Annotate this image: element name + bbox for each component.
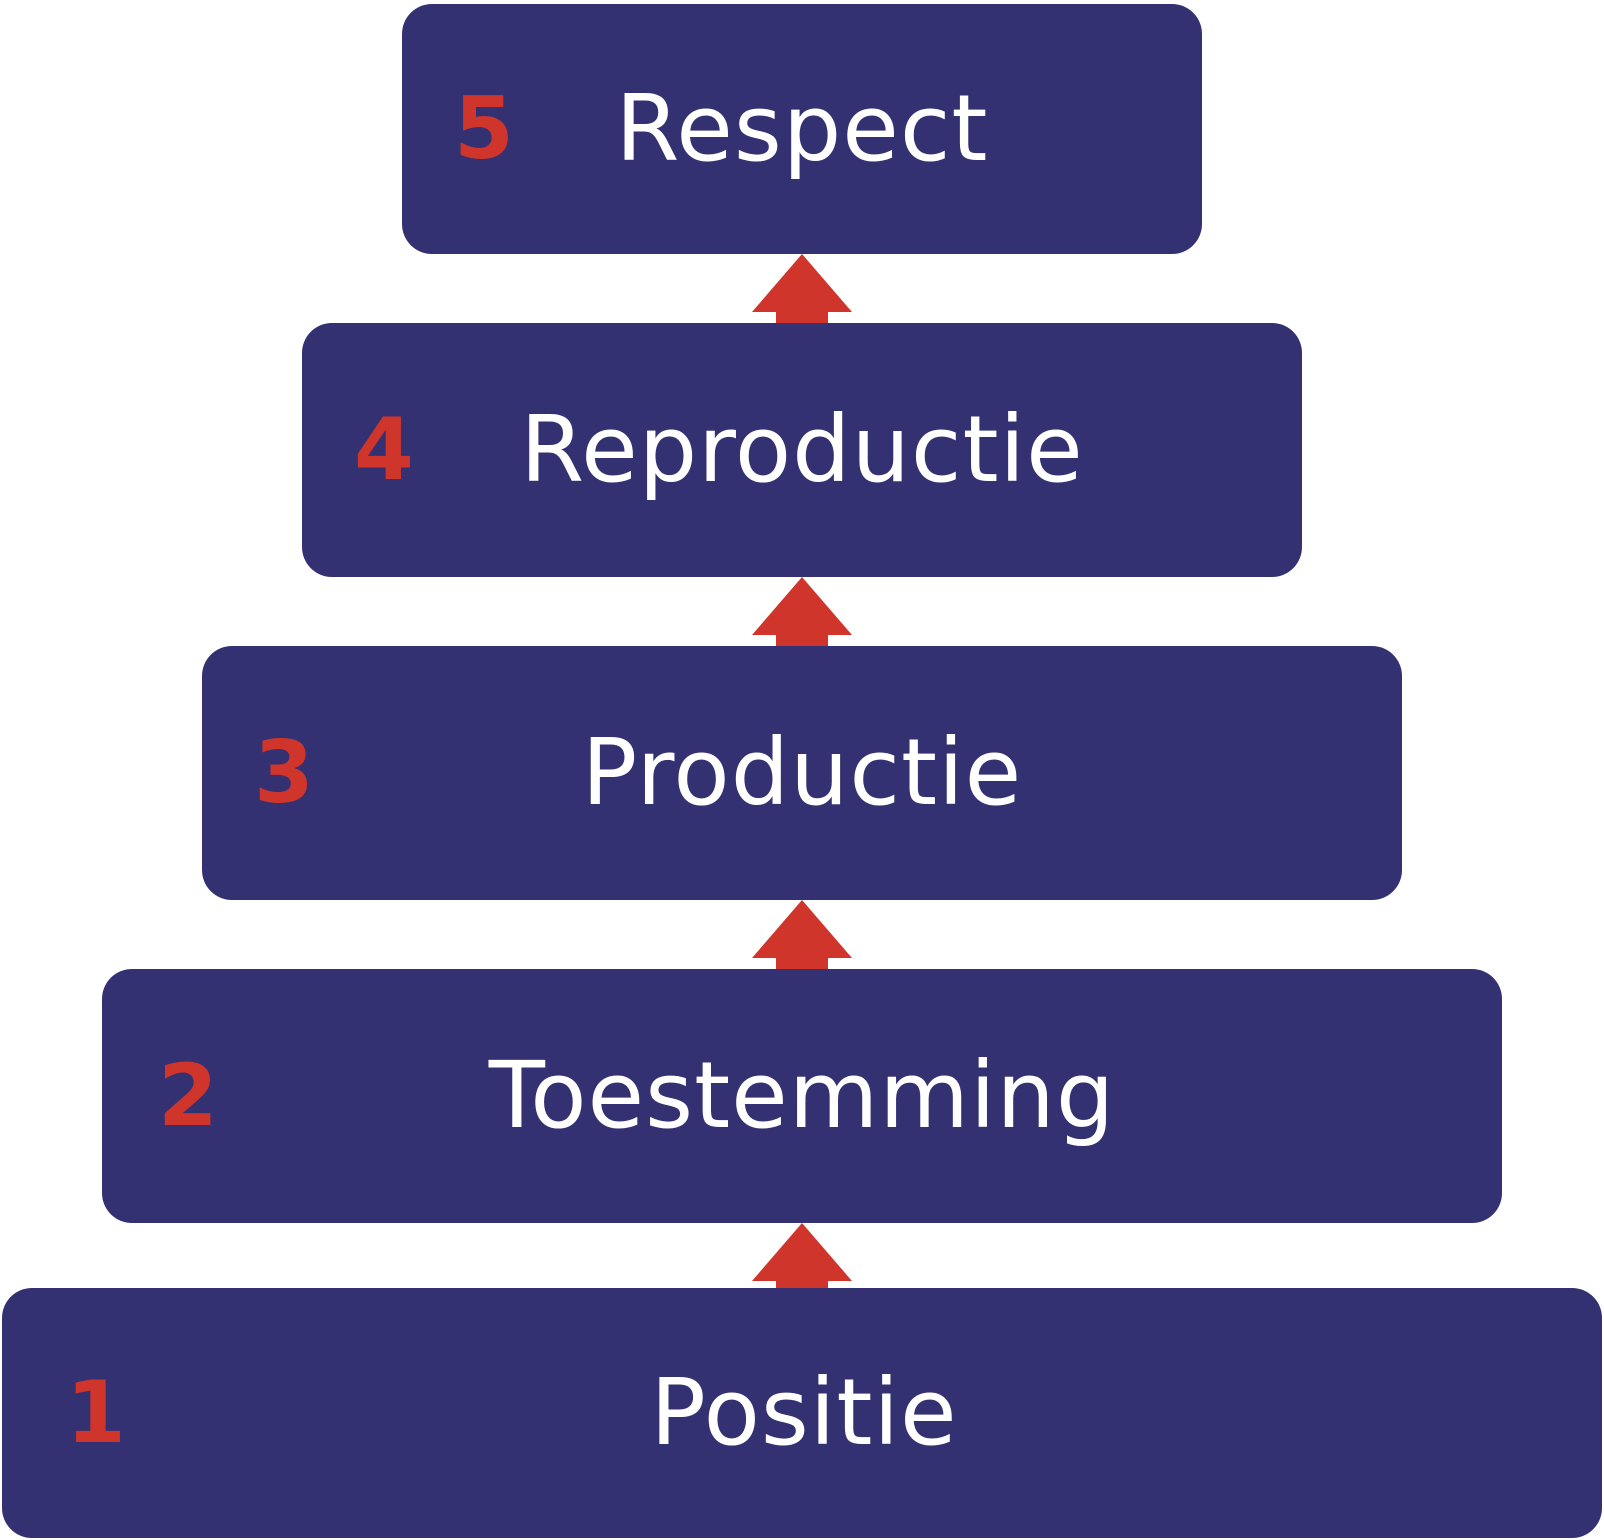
level-1-label: Positie — [650, 1359, 958, 1466]
level-5-label: Respect — [615, 75, 989, 182]
level-2-box: 2 Toestemming — [102, 969, 1502, 1223]
level-1-number: 1 — [66, 1363, 126, 1463]
level-1-box: 1 Positie — [2, 1288, 1602, 1538]
level-4-number: 4 — [354, 400, 414, 500]
level-4-box: 4 Reproductie — [302, 323, 1302, 577]
level-3-box: 3 Productie — [202, 646, 1402, 900]
level-2-label: Toestemming — [488, 1042, 1116, 1149]
level-4-label: Reproductie — [520, 396, 1084, 503]
level-3-label: Productie — [581, 719, 1023, 826]
level-3-number: 3 — [254, 723, 314, 823]
level-5-box: 5 Respect — [402, 4, 1202, 254]
level-5-number: 5 — [454, 79, 514, 179]
level-2-number: 2 — [158, 1046, 218, 1146]
